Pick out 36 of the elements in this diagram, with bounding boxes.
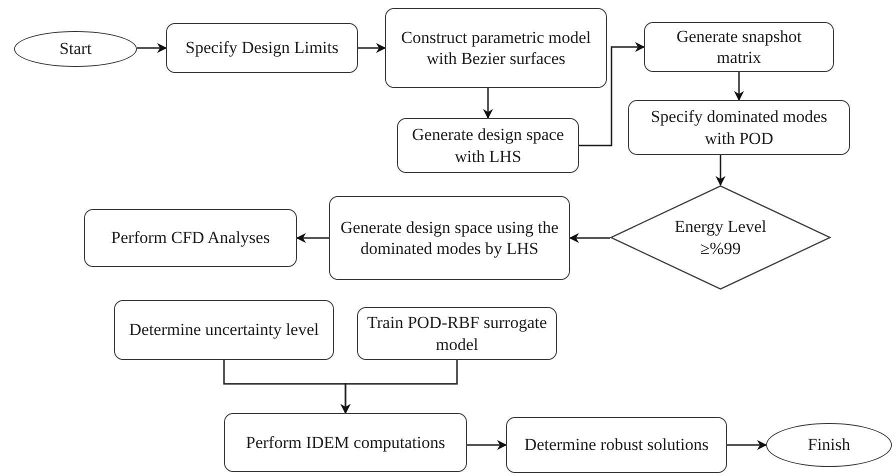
- arrow: [579, 42, 645, 146]
- node-text: Energy Level ≥%99: [674, 216, 768, 259]
- process-box: [644, 22, 834, 72]
- node-text: Perform CFD Analyses: [111, 227, 270, 249]
- node-text: Train POD-RBF surrogate model: [366, 312, 548, 355]
- process-box: [84, 209, 297, 267]
- node-text: Determine uncertainty level: [129, 319, 319, 341]
- process-box: [397, 118, 579, 173]
- arrow: [358, 43, 386, 53]
- node-text: Generate design space using the dominated modes by LHS: [339, 216, 560, 260]
- arrow: [569, 233, 610, 243]
- arrow: [716, 155, 726, 186]
- process-box: [357, 307, 557, 360]
- node-text: Start: [59, 38, 92, 60]
- arrow: [734, 72, 744, 101]
- node-text: Generate snapshot matrix: [675, 26, 803, 68]
- process-box: [385, 8, 607, 88]
- arrow: [137, 43, 167, 53]
- node-text: Determine robust solutions: [524, 434, 709, 456]
- arrow: [467, 440, 507, 450]
- node-text: Construct parametric model with Bezier surfaces: [400, 26, 592, 70]
- node-text: Specify dominated modes with POD: [650, 106, 828, 149]
- process-box: [114, 300, 334, 360]
- process-box: [628, 100, 850, 155]
- arrow: [727, 440, 767, 450]
- node-text: Perform IDEM computations: [246, 432, 446, 454]
- process-box: [166, 23, 358, 73]
- process-box: [329, 196, 570, 280]
- arrow: [483, 88, 493, 119]
- arrow: [340, 360, 458, 414]
- arrow: [296, 233, 329, 243]
- process-box: [506, 417, 727, 473]
- process-box: [224, 413, 467, 472]
- node-text: Finish: [808, 434, 850, 456]
- node-text: Specify Design Limits: [186, 37, 338, 59]
- node-text: Generate design space with LHS: [411, 124, 565, 167]
